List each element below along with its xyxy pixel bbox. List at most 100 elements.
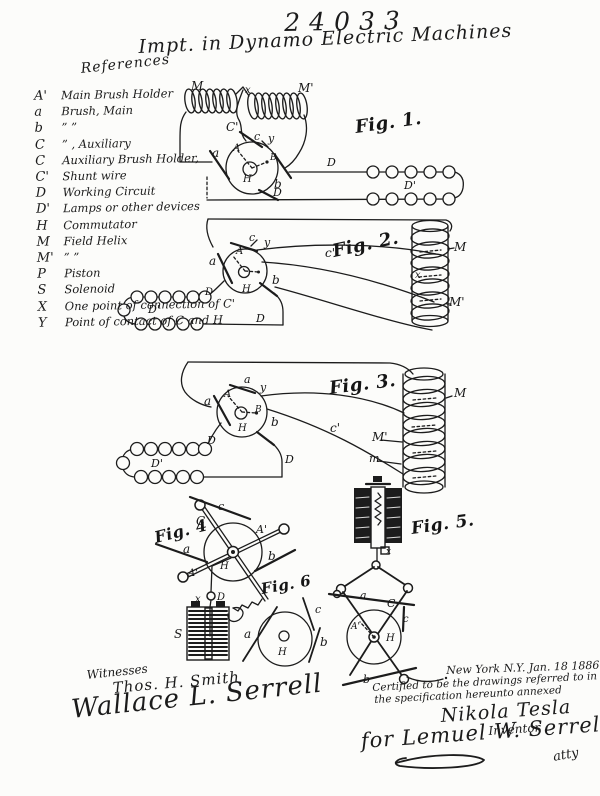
reference-description: One point of connection of C' bbox=[65, 296, 236, 313]
part-label: H bbox=[242, 174, 252, 185]
reference-description: Field Helix bbox=[63, 233, 127, 248]
part-label: D bbox=[255, 312, 265, 325]
reference-item: YPoint of contact of C and H bbox=[38, 311, 236, 331]
part-label: c bbox=[315, 603, 321, 616]
part-label: M bbox=[453, 386, 467, 400]
part-label: x bbox=[386, 547, 391, 557]
part-label: S bbox=[174, 627, 182, 641]
part-label: m bbox=[369, 452, 379, 465]
part-label: c bbox=[249, 231, 255, 244]
part-label: M' bbox=[448, 295, 465, 309]
part-label: b bbox=[363, 673, 370, 686]
reference-description: ” ” bbox=[61, 120, 77, 134]
part-label: A' bbox=[187, 568, 198, 579]
part-label: D bbox=[206, 434, 216, 447]
part-label: C bbox=[387, 597, 396, 610]
part-label: a bbox=[204, 394, 211, 408]
part-label: H bbox=[241, 284, 251, 295]
part-label: B bbox=[269, 153, 277, 163]
part-label: b bbox=[271, 415, 279, 429]
fig3-lamp-chain bbox=[117, 443, 283, 484]
fig1-working-circuit-lamps bbox=[207, 166, 463, 205]
reference-key: Y bbox=[38, 316, 65, 331]
part-label: H bbox=[219, 561, 229, 572]
reference-key: D' bbox=[36, 203, 63, 218]
reference-key: S bbox=[37, 284, 64, 299]
part-label: x bbox=[415, 270, 421, 281]
part-label: b bbox=[268, 549, 276, 563]
part-label: A bbox=[235, 246, 243, 257]
part-label: a bbox=[183, 542, 190, 556]
fig5-piston-spring bbox=[375, 493, 381, 525]
part-label: y bbox=[263, 236, 271, 249]
fig5-solenoid bbox=[354, 476, 402, 561]
part-label: a bbox=[244, 627, 251, 641]
reference-key: C bbox=[35, 154, 62, 169]
reference-description: Lamps or other devices bbox=[63, 199, 200, 215]
reference-key: M' bbox=[37, 251, 64, 266]
part-label: D bbox=[216, 592, 225, 603]
part-label: M' bbox=[371, 430, 388, 444]
part-label: M bbox=[453, 240, 467, 254]
part-label: c' bbox=[330, 421, 340, 435]
fig2-shunt-wire bbox=[262, 262, 434, 302]
fig4-spring bbox=[233, 599, 262, 611]
reference-key: A' bbox=[34, 89, 61, 104]
reference-description: Piston bbox=[64, 266, 101, 281]
reference-key: M bbox=[36, 235, 63, 250]
part-label: b bbox=[320, 635, 328, 649]
part-label: c bbox=[254, 130, 260, 143]
part-label: x bbox=[245, 85, 251, 96]
reference-key: C' bbox=[35, 170, 62, 185]
reference-description: Brush, Main bbox=[61, 103, 133, 118]
reference-description: Main Brush Holder bbox=[61, 86, 173, 102]
part-label: c bbox=[218, 500, 224, 513]
fig5-drawing bbox=[329, 476, 447, 685]
reference-key: D bbox=[36, 186, 63, 201]
part-label: a bbox=[244, 373, 251, 386]
part-label: A bbox=[223, 389, 231, 400]
reference-description: Solenoid bbox=[64, 282, 115, 297]
part-label: M' bbox=[297, 81, 314, 95]
part-label: D' bbox=[150, 457, 163, 470]
part-label: D bbox=[284, 453, 294, 466]
part-label: D bbox=[272, 186, 282, 199]
figure-label: Fig. 5. bbox=[409, 510, 476, 539]
part-label: A' bbox=[350, 622, 360, 632]
reference-description: ” ” bbox=[64, 250, 80, 264]
part-label: c' bbox=[325, 246, 335, 260]
part-label: H bbox=[237, 423, 247, 434]
reference-description: Commutator bbox=[63, 217, 137, 232]
fig4-solenoid bbox=[187, 601, 229, 660]
reference-description: Shunt wire bbox=[62, 168, 126, 183]
part-label: H bbox=[277, 647, 287, 658]
part-label: D' bbox=[403, 179, 416, 192]
reference-key: a bbox=[34, 105, 61, 120]
fig5-linkage bbox=[334, 561, 413, 684]
reference-key: P bbox=[37, 267, 64, 282]
figure-label: Fig. 1. bbox=[353, 108, 423, 138]
reference-description: Working Circuit bbox=[63, 184, 156, 200]
reference-description: Point of contact of C and H bbox=[65, 312, 223, 329]
reference-key: C bbox=[35, 138, 62, 153]
reference-description: Auxiliary Brush Holder, bbox=[62, 151, 199, 167]
reference-description: ” , Auxiliary bbox=[62, 136, 131, 151]
part-label: y bbox=[259, 381, 267, 394]
part-label: x bbox=[195, 594, 201, 605]
figure-label: Fig. 6 bbox=[259, 571, 313, 598]
reference-key: b bbox=[34, 122, 61, 137]
part-label: H bbox=[385, 633, 395, 644]
part-label: y bbox=[267, 132, 275, 145]
part-label: A bbox=[232, 143, 240, 154]
figure-label: Fig. 3. bbox=[327, 370, 397, 399]
part-label: c bbox=[403, 614, 409, 625]
references-list: A'Main Brush HolderaBrush, Mainb” ”C” , … bbox=[34, 84, 236, 330]
fig1-field-helix-m-prime bbox=[246, 92, 309, 119]
part-label: C bbox=[196, 514, 205, 528]
part-label: B bbox=[254, 405, 262, 415]
reference-key: H bbox=[36, 219, 63, 234]
figure-label: Fig. 2. bbox=[330, 227, 401, 262]
signature-flourish bbox=[396, 755, 484, 768]
fig3-drawing bbox=[117, 362, 453, 493]
